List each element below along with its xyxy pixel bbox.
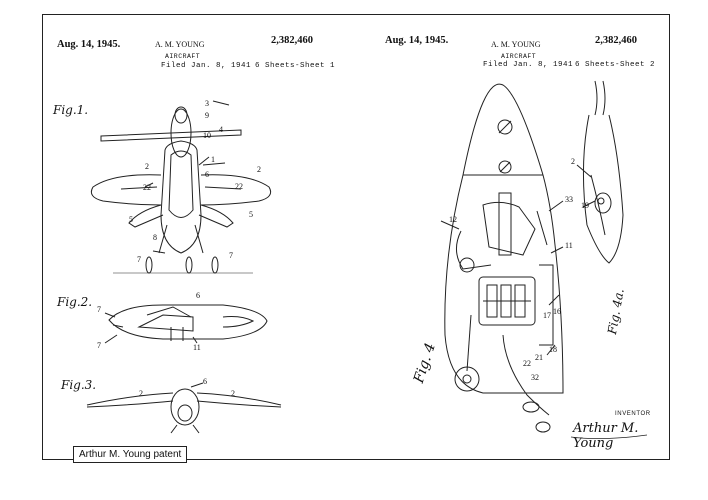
ref-numeral: 2 (231, 389, 235, 398)
sheet2-patent-number: 2,382,460 (595, 35, 637, 46)
sheet1-patent-number: 2,382,460 (271, 35, 313, 46)
ref-numeral: 22 (523, 359, 531, 368)
ref-numeral: 7 (229, 251, 233, 260)
ref-numeral: 7 (97, 305, 101, 314)
fig1-drawing (90, 100, 272, 274)
sheet2-title: AIRCRAFT (501, 53, 537, 60)
fig2-drawing (104, 304, 268, 344)
fig3-drawing (86, 382, 282, 434)
image-caption: Arthur M. Young patent (73, 446, 188, 463)
sheet2-date: Aug. 14, 1945. (385, 35, 449, 46)
ref-numeral: 7 (137, 255, 141, 264)
ref-numeral: 21 (535, 353, 543, 362)
fig4a-drawing (576, 80, 624, 264)
ref-numeral: 11 (193, 343, 201, 352)
patent-drawings (86, 80, 648, 439)
ref-numeral: 1 (211, 155, 215, 164)
ref-numeral: 8 (153, 233, 157, 242)
ref-numeral: 19 (581, 201, 589, 210)
inventor-signature: Arthur M. Young (573, 421, 639, 451)
ref-numeral: 5 (249, 210, 253, 219)
ref-numeral: 4 (219, 125, 223, 134)
ref-numeral: 3 (205, 99, 209, 108)
ref-numeral: 22 (143, 183, 151, 192)
fig2-label: Fig.2. (57, 295, 93, 309)
ref-numeral: 33 (565, 195, 573, 204)
ref-numeral: 10 (203, 131, 211, 140)
ref-numeral: 11 (565, 241, 573, 250)
ref-numeral: 22 (235, 182, 243, 191)
ref-numeral: 5 (129, 215, 133, 224)
fig1-label: Fig.1. (53, 103, 89, 117)
ref-numeral: 7 (97, 341, 101, 350)
patent-sheet: Aug. 14, 1945. A. M. YOUNG AIRCRAFT File… (42, 14, 670, 463)
inventor-label: INVENTOR (615, 411, 651, 417)
sheet1-title: AIRCRAFT (165, 53, 201, 60)
sheet2-filed: Filed Jan. 8, 1941 (483, 61, 574, 69)
sheet2-inventor: A. M. YOUNG (491, 40, 541, 49)
ref-numeral: 12 (449, 215, 457, 224)
sheet1-filed: Filed Jan. 8, 1941 (161, 62, 252, 70)
sheet1-sheets: 6 Sheets-Sheet 1 (255, 62, 336, 70)
ref-numeral: 9 (205, 111, 209, 120)
ref-numeral: 6 (203, 377, 207, 386)
fig3-label: Fig.3. (61, 378, 97, 392)
ref-numeral: 6 (205, 170, 209, 179)
sheet1-inventor: A. M. YOUNG (155, 40, 205, 49)
fig4-drawing (440, 83, 564, 433)
sheet2-sheets: 6 Sheets-Sheet 2 (575, 61, 656, 69)
ref-numeral: 2 (257, 165, 261, 174)
ref-numeral: 2 (139, 389, 143, 398)
ref-numeral: 2 (571, 157, 575, 166)
ref-numeral: 6 (196, 291, 200, 300)
ref-numeral: 18 (549, 345, 557, 354)
ref-numeral: 2 (145, 162, 149, 171)
ref-numeral: 32 (531, 373, 539, 382)
ref-numeral: 16 (553, 307, 561, 316)
sheet1-date: Aug. 14, 1945. (57, 39, 121, 50)
ref-numeral: 17 (543, 311, 551, 320)
